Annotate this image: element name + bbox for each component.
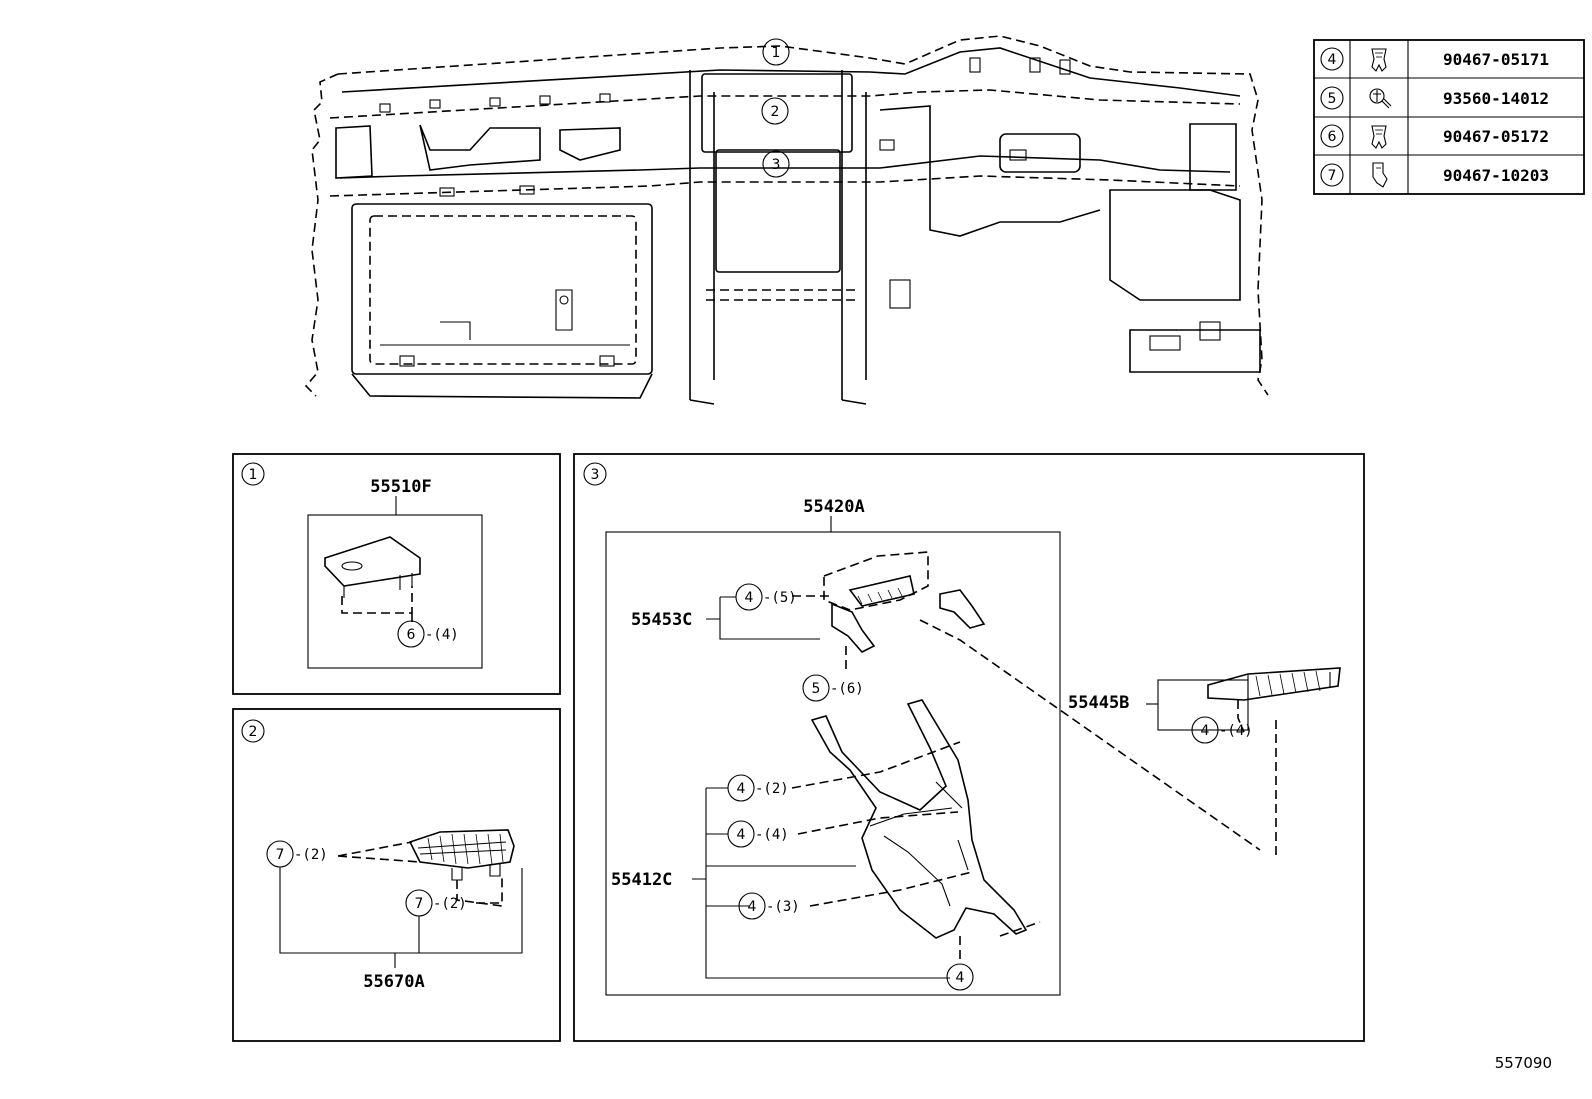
fastener-ref: 7 — [1328, 168, 1337, 184]
panel1-callout-qty: -(4) — [425, 627, 459, 643]
fastener-row: 4 90467-05171 — [1320, 47, 1549, 72]
fastener-part-number: 90467-05171 — [1443, 50, 1549, 69]
part-label-55445B: 55445B — [1068, 693, 1129, 713]
panel3-callout-qty: -(6) — [830, 681, 864, 697]
fastener-part-number: 90467-05172 — [1443, 127, 1549, 146]
panel3-callout-ref: 4 — [745, 590, 754, 606]
fastener-ref: 4 — [1328, 52, 1337, 68]
fastener-ref: 5 — [1328, 91, 1337, 107]
detail-panel-1: 1 55510F 6 -(4) — [232, 453, 561, 695]
detail-panel-2: 2 7 -(2) 7 -(2) 55670A — [232, 708, 561, 1042]
panel2-callout-ref: 7 — [276, 847, 285, 863]
detail-panel-3: 3 55420A 55453C 4 -(5) 5 -(6) — [573, 453, 1365, 1042]
panel3-callout-qty: -(5) — [763, 590, 797, 606]
panel-ref: 2 — [249, 724, 258, 740]
panel3-callout-ref: 4 — [956, 970, 965, 986]
part-label-55453C: 55453C — [631, 610, 692, 630]
clip-icon — [1372, 162, 1388, 188]
fastener-row: 6 90467-05172 — [1320, 124, 1549, 149]
panel2-callout-qty: -(2) — [294, 847, 328, 863]
illustration-number: 557090 — [1495, 1054, 1552, 1072]
fastener-row: 7 90467-10203 — [1320, 162, 1549, 188]
clip-icon — [1371, 48, 1387, 72]
screw-icon — [1369, 88, 1392, 109]
fastener-part-number: 90467-10203 — [1443, 166, 1549, 185]
panel3-callout-ref: 4 — [737, 781, 746, 797]
part-label-55420A: 55420A — [803, 497, 864, 517]
fastener-part-number: 93560-14012 — [1443, 89, 1549, 108]
panel3-callout-qty: -(4) — [1219, 723, 1253, 739]
panel3-callout-ref: 4 — [748, 899, 757, 915]
part-label-55670A: 55670A — [363, 972, 424, 992]
panel2-callout-ref: 7 — [415, 896, 424, 912]
panel1-callout-ref: 6 — [407, 627, 416, 643]
overview-callout-1: 1 — [772, 45, 781, 61]
instrument-panel-overview: 1 2 3 — [304, 35, 1269, 405]
panel3-callout-ref: 4 — [737, 827, 746, 843]
panel-ref: 3 — [591, 467, 600, 483]
panel-ref: 1 — [249, 467, 258, 483]
panel3-callout-qty: -(4) — [755, 827, 789, 843]
clip-icon — [1371, 125, 1387, 149]
part-label-55510F: 55510F — [370, 477, 431, 497]
panel2-callout-qty: -(2) — [433, 896, 467, 912]
fastener-row: 5 93560-14012 — [1320, 86, 1549, 110]
fastener-ref: 6 — [1328, 129, 1337, 145]
panel3-callout-qty: -(2) — [755, 781, 789, 797]
panel3-callout-ref: 4 — [1201, 723, 1210, 739]
part-label-55412C: 55412C — [611, 870, 672, 890]
panel3-callout-ref: 5 — [812, 681, 821, 697]
overview-callout-3: 3 — [772, 157, 781, 173]
overview-callout-2: 2 — [771, 104, 780, 120]
panel3-callout-qty: -(3) — [766, 899, 800, 915]
fastener-table: 4 90467-05171 5 93560-14012 6 — [1313, 39, 1585, 195]
